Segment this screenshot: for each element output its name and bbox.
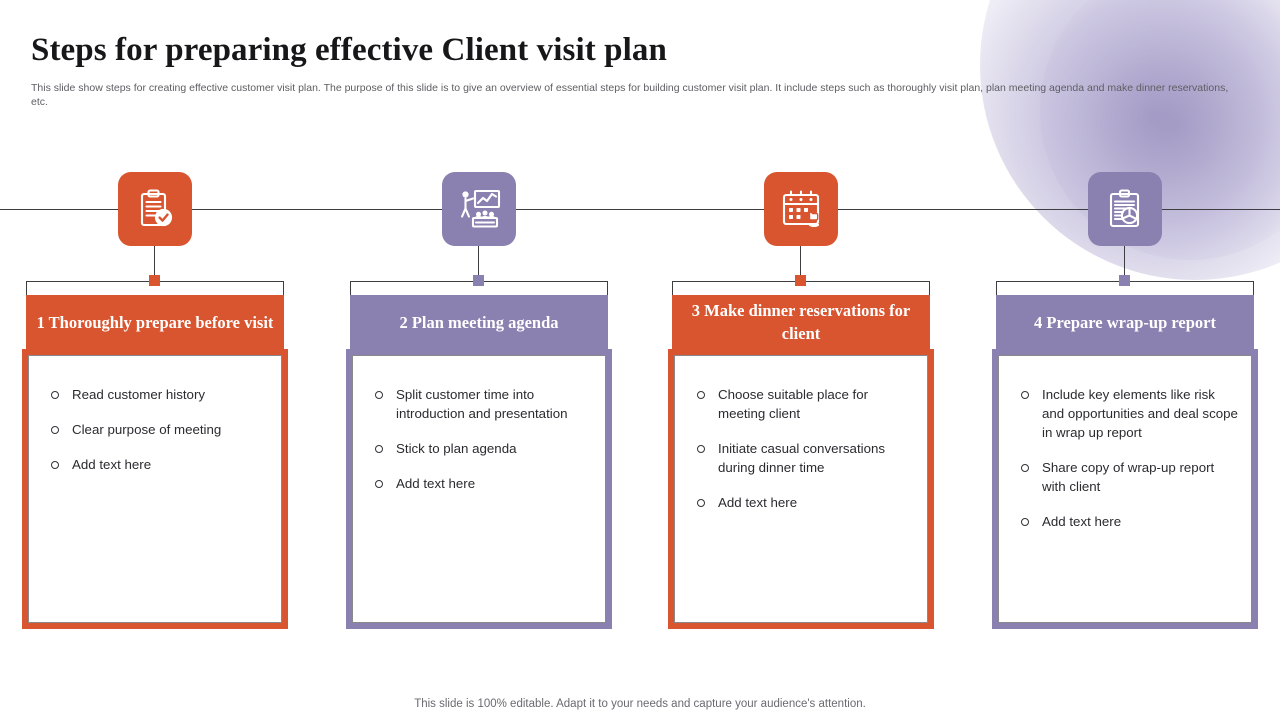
connector-stem xyxy=(478,246,479,279)
step-body-card-2: Split customer time into introduction an… xyxy=(346,349,612,629)
connector-node xyxy=(149,275,160,286)
step-header-1: 1 Thoroughly prepare before visit xyxy=(26,295,284,349)
list-item: Split customer time into introduction an… xyxy=(370,385,592,423)
step-bullet-list: Choose suitable place for meeting client… xyxy=(674,355,928,512)
list-item: Clear purpose of meeting xyxy=(46,420,268,439)
step-header-2: 2 Plan meeting agenda xyxy=(350,295,608,349)
connector-stem xyxy=(800,246,801,279)
footer-note: This slide is 100% editable. Adapt it to… xyxy=(414,698,866,710)
connector-node xyxy=(473,275,484,286)
connector-node xyxy=(1119,275,1130,286)
step-title: 1 Thoroughly prepare before visit xyxy=(36,312,274,332)
step-body-card-3: Choose suitable place for meeting client… xyxy=(668,349,934,629)
list-item: Add text here xyxy=(46,455,268,474)
list-item: Add text here xyxy=(370,474,592,493)
list-item: Initiate casual conversations during din… xyxy=(692,439,914,477)
step-body-card-4: Include key elements like risk and oppor… xyxy=(992,349,1258,629)
list-item: Read customer history xyxy=(46,385,268,404)
step-title: 4 Prepare wrap-up report xyxy=(1034,312,1216,332)
list-item: Stick to plan agenda xyxy=(370,439,592,458)
step-header-3: 3 Make dinner reservations for client xyxy=(672,295,930,349)
page-subtitle: This slide show steps for creating effec… xyxy=(31,82,1229,108)
clipboard-check-icon xyxy=(118,172,192,246)
step-bullet-list: Include key elements like risk and oppor… xyxy=(998,355,1252,531)
step-title: 3 Make dinner reservations for client xyxy=(691,301,911,343)
timeline-axis xyxy=(0,209,1280,210)
list-item: Share copy of wrap-up report with client xyxy=(1016,458,1238,496)
list-item: Choose suitable place for meeting client xyxy=(692,385,914,423)
step-bullet-list: Split customer time into introduction an… xyxy=(352,355,606,493)
step-header-4: 4 Prepare wrap-up report xyxy=(996,295,1254,349)
presentation-audience-icon xyxy=(442,172,516,246)
list-item: Include key elements like risk and oppor… xyxy=(1016,385,1238,442)
connector-stem xyxy=(154,246,155,279)
list-item: Add text here xyxy=(692,493,914,512)
clipboard-chart-icon xyxy=(1088,172,1162,246)
calendar-click-icon xyxy=(764,172,838,246)
connector-node xyxy=(795,275,806,286)
step-title: 2 Plan meeting agenda xyxy=(399,312,559,332)
list-item: Add text here xyxy=(1016,512,1238,531)
page-title: Steps for preparing effective Client vis… xyxy=(31,32,667,68)
